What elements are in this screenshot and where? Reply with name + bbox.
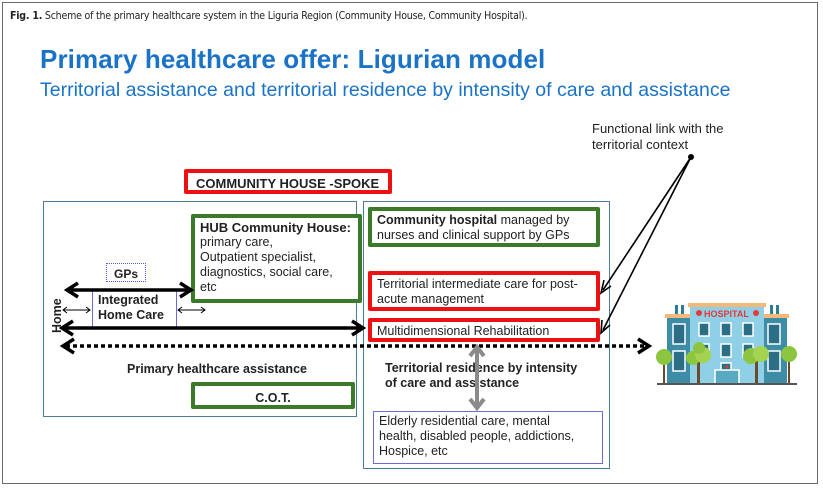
residential-care-line2: health, disabled people, addictions, [379,429,575,443]
hub-line: diagnostics, social care, [200,265,333,279]
figure-frame [2,2,818,484]
cot-label: C.O.T. [255,391,291,405]
gps-hub-double-arrow [63,281,195,299]
residence-vertical-double-arrow [468,343,486,412]
territorial-residence-line1: Territorial residence by intensity [385,361,578,375]
hub-line: primary care, [200,235,273,249]
community-hospital-line2: nurses and clinical support by GPs [377,228,570,242]
community-house-spoke-label: COMMUNITY HOUSE -SPOKE [196,176,380,191]
primary-healthcare-assistance-label: Primary healthcare assistance [127,362,307,376]
hub-heading: HUB Community House: [200,220,351,235]
cot-box: C.O.T. [191,382,355,409]
caption-text: Scheme of the primary healthcare system … [42,10,528,22]
integrated-home-care-line2: Home Care [98,308,164,322]
functional-link-arrows [599,154,694,335]
residential-care-box: Elderly residential care, mental health,… [373,411,603,464]
residential-care-line3: Hospice, etc [379,444,448,458]
intermediate-care-line1: Territorial intermediate care for post- [377,277,578,291]
gps-box: GPs [106,263,146,282]
hospital-building-icon: HOSPITAL [656,303,797,385]
figure-caption: Fig. 1. Scheme of the primary healthcare… [10,10,528,22]
integrated-hub-small-arrow [177,306,206,314]
community-house-spoke-box: COMMUNITY HOUSE -SPOKE [184,169,392,194]
community-hospital-text: managed by [497,213,570,227]
hub-line: etc [200,280,217,294]
integrated-home-care-box: Integrated Home Care [92,290,177,328]
home-hospital-dotted-arrow [59,337,653,355]
diagram-title: Primary healthcare offer: Ligurian model [40,44,546,74]
functional-link-label: Functional link with the territorial con… [592,121,724,153]
functional-link-line1: Functional link with the [592,121,724,136]
home-rehabilitation-double-arrow [58,319,367,337]
hub-community-house-box: HUB Community House: primary care, Outpa… [191,214,362,303]
rehabilitation-label: Multidimensional Rehabilitation [377,324,550,338]
diagram-subtitle: Territorial assistance and territorial r… [40,79,731,101]
home-integrated-small-arrow [62,306,91,314]
community-hospital-heading: Community hospital [377,213,498,227]
intermediate-care-line2: acute management [377,292,485,306]
hospital-sign-text: HOSPITAL [704,309,749,319]
intermediate-care-box: Territorial intermediate care for post- … [368,271,600,311]
territorial-residence-line2: of care and assistance [385,376,520,390]
gps-label: GPs [113,267,138,281]
caption-label: Fig. 1. [10,10,43,22]
integrated-home-care-line1: Integrated [98,293,159,307]
functional-link-line2: territorial context [592,137,689,152]
territorial-residence-label: Territorial residence by intensity of ca… [385,361,577,391]
hub-line: Outpatient specialist, [200,250,317,264]
community-hospital-box: Community hospital managed by nurses and… [368,207,600,247]
residential-care-line1: Elderly residential care, mental [379,414,550,428]
rehabilitation-box: Multidimensional Rehabilitation [368,318,600,342]
